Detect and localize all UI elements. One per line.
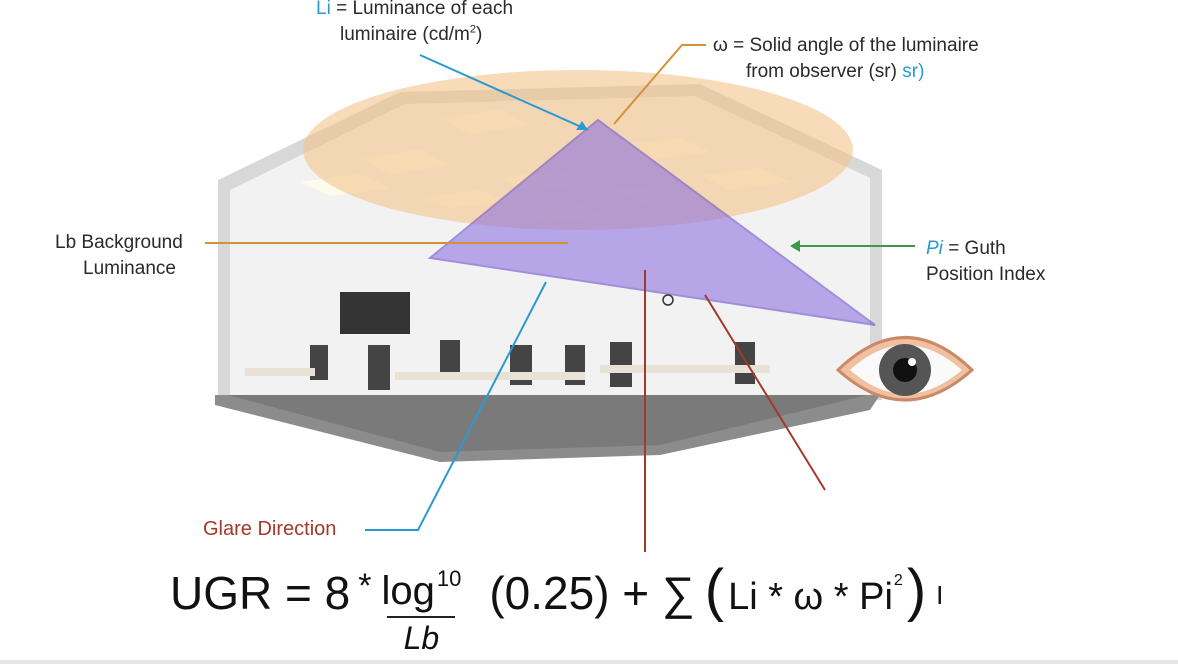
formula-paren-open: (	[704, 558, 725, 623]
wall-tv	[340, 292, 410, 334]
formula-tail: I	[936, 580, 944, 610]
omega-label-line1: ω = Solid angle of the luminaire	[713, 35, 979, 56]
formula-lhs: UGR = 8	[170, 567, 351, 619]
formula-numerator: log 10	[381, 566, 461, 616]
li-label-line1: Li = Luminance of each	[316, 0, 513, 22]
li-symbol: Li	[316, 0, 331, 19]
li-arrowhead-icon	[576, 121, 588, 130]
glare-cone	[427, 118, 876, 326]
fraction-bar	[387, 616, 456, 618]
pi-label-line2: Position Index	[926, 264, 1046, 285]
li-unit-sup: 2	[469, 23, 476, 36]
formula-term-exponent: 2	[893, 572, 903, 589]
formula-term: Li * ω * Pi	[728, 576, 893, 618]
pi-label-line1: Pi = Guth	[926, 236, 1006, 262]
formula-log-base: 10	[436, 566, 462, 591]
glare-leader-line	[365, 281, 547, 531]
formula-log: log	[381, 569, 435, 613]
li-leader-line	[419, 54, 589, 131]
lb-label-line1: Lb Background	[55, 232, 183, 253]
glare-direction-label: Glare Direction	[203, 518, 337, 540]
lb-label-line2: Luminance	[83, 258, 176, 279]
li-unit-text: luminaire (cd/m	[340, 24, 470, 45]
li-unit-close: )	[476, 24, 483, 45]
omega-unit-text: from observer (sr)	[746, 61, 897, 82]
formula-paren-close: )	[906, 558, 927, 623]
formula-constant-sum: (0.25) + ∑	[489, 567, 695, 619]
formula-multiply: *	[358, 567, 372, 605]
formula-fraction: log 10 Lb	[381, 566, 461, 658]
omega-leader-line	[613, 44, 706, 125]
omega-unit-highlight: sr)	[902, 61, 925, 82]
observer-point-icon	[662, 294, 674, 306]
omega-label-line2: from observer (sr) sr)	[746, 59, 924, 85]
office-desks	[245, 365, 770, 380]
ugr-formula: UGR = 8 * log 10 Lb (0.25) + ∑ ( Li * ω …	[170, 560, 944, 658]
pi-arrowhead-icon	[790, 240, 800, 252]
li-label-line2: luminaire (cd/m2)	[340, 22, 482, 48]
li-text: = Luminance of each	[336, 0, 514, 19]
formula-denominator: Lb	[403, 620, 440, 656]
eye-icon	[835, 336, 975, 402]
pi-symbol: Pi	[926, 238, 943, 259]
bottom-divider	[0, 660, 1178, 664]
glare-line-diagonal	[704, 294, 826, 491]
pi-text: = Guth	[948, 238, 1006, 259]
